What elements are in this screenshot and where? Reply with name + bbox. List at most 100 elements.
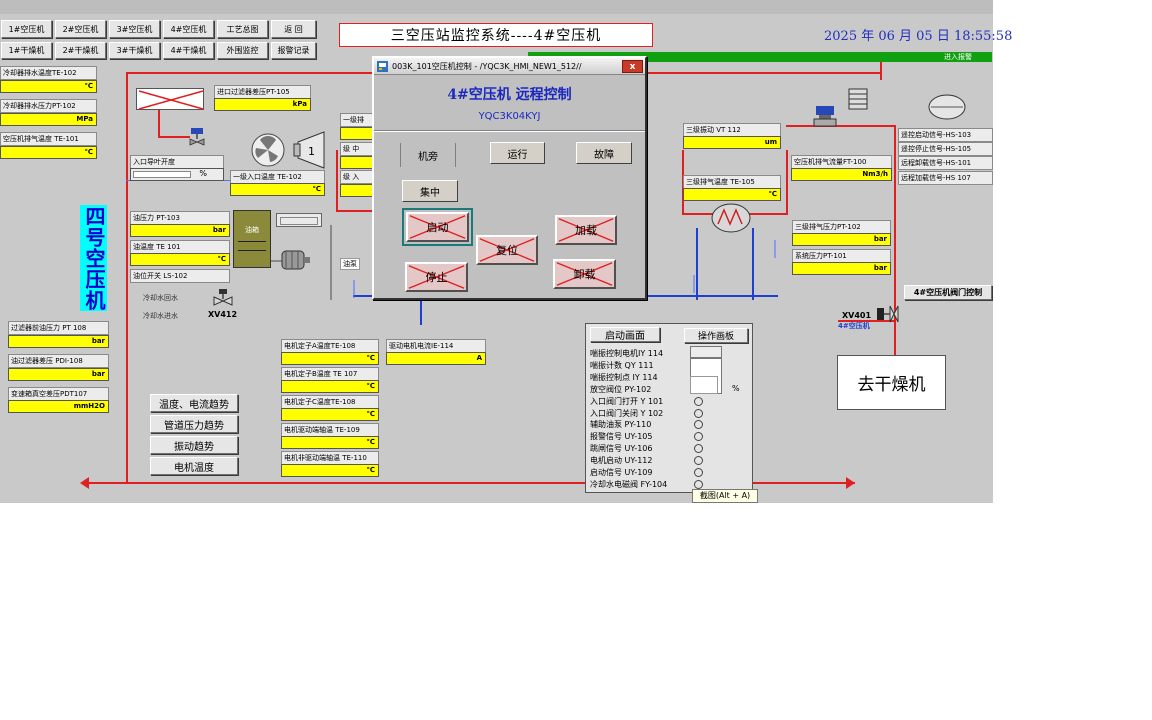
- tab-start-screen[interactable]: 启动画面: [590, 327, 660, 342]
- tag-label-inlet-filter-dp: 进口过滤器差压PT-105: [214, 85, 311, 99]
- dialog-close-button[interactable]: x: [622, 60, 643, 73]
- arrow-right-icon: [846, 477, 855, 489]
- tag-label-oil-level: 油位开关 LS-102: [130, 269, 230, 283]
- nav-compressor-2-button[interactable]: 2#空压机: [55, 20, 106, 38]
- nav-back-button[interactable]: 返 回: [271, 20, 316, 38]
- start-button[interactable]: 启动: [406, 212, 469, 242]
- stage3-cooler-icon: [710, 202, 752, 234]
- stage1-impeller-icon: [293, 131, 328, 169]
- trend-temp-current-button[interactable]: 温度、电流趋势: [150, 394, 238, 412]
- status-row-label: 放空阀位 PY-102: [590, 384, 652, 394]
- stop-button[interactable]: 停止: [405, 262, 468, 292]
- oil-cooler-icon: [276, 213, 322, 227]
- tag-label-oil-pressure: 油压力 PT-103: [130, 211, 230, 225]
- valve-control-button[interactable]: 4#空压机阀门控制: [904, 285, 992, 300]
- oil-pump-label: 油泵: [340, 258, 360, 270]
- tag-label-gearbox-vacuum-dp: 变速箱真空差压PDT107: [8, 387, 109, 401]
- tag-value-stage1-inlet-temp: ℃: [230, 183, 325, 196]
- status-row-label: 辅助油泵 PY-110: [590, 420, 652, 430]
- pipe-stage1-out-h: [336, 210, 376, 212]
- tag-value-nde-bearing-temp: ℃: [281, 464, 379, 477]
- reset-button[interactable]: 复位: [476, 235, 538, 265]
- status-indicator-icon: [694, 444, 703, 454]
- tag-value-system-pressure: bar: [792, 262, 891, 275]
- guide-vane-unit: %: [199, 169, 207, 178]
- status-indicator-icon: [694, 456, 703, 466]
- signal-remote-unload: 远程卸载信号-HS-101: [898, 156, 993, 170]
- nav-dryer-3-button[interactable]: 3#干燥机: [109, 42, 160, 59]
- tag-label-discharge-temp: 空压机排气温度 TE-101: [0, 132, 97, 146]
- nav-compressor-4-button[interactable]: 4#空压机: [163, 20, 214, 38]
- tab-operation-panel[interactable]: 操作画板: [684, 328, 748, 343]
- water-line-right1: [696, 228, 698, 300]
- tag-value-stator-c-temp: ℃: [281, 408, 379, 421]
- pipe-inlet-vert: [158, 110, 160, 138]
- tag-label-nde-bearing-temp: 电机非驱动端轴温 TE-110: [281, 451, 379, 465]
- air-receiver-icon: [927, 93, 967, 121]
- tag-value-stage3-temp: ℃: [683, 188, 781, 201]
- valve-xv412-icon[interactable]: [212, 289, 234, 309]
- mode-remote-button[interactable]: 集中: [402, 180, 458, 202]
- tag-value-discharge-temp: ℃: [0, 146, 97, 159]
- tag-label-cooler-water-temp: 冷却器排水温度TE-102: [0, 66, 97, 80]
- status-row-label: 喘振控制电机IY 114: [590, 349, 664, 358]
- tag-label-airflow: 空压机排气流量FT-100: [791, 155, 892, 169]
- status-row-label: 跳闸信号 UY-106: [590, 444, 653, 454]
- load-button[interactable]: 加载: [555, 215, 617, 245]
- status-indicator-icon: [694, 408, 703, 418]
- nav-peripheral-monitor-button[interactable]: 外围监控: [217, 42, 268, 59]
- signal-remote-start: 遥控启动信号-HS-103: [898, 128, 993, 142]
- compressor-banner: 四号空压机: [80, 205, 107, 311]
- load-button-label: 加载: [575, 224, 597, 237]
- tag-value-stator-b-temp: ℃: [281, 380, 379, 393]
- tag-value-oil-temp: ℃: [130, 253, 230, 266]
- tag-label-system-pressure: 系统压力PT-101: [792, 249, 891, 263]
- nav-dryer-4-button[interactable]: 4#干燥机: [163, 42, 214, 59]
- trend-motor-temp-button[interactable]: 电机温度: [150, 457, 238, 475]
- dryer-box[interactable]: 去干燥机: [837, 355, 946, 410]
- dialog-subheading: YQC3K04KYJ: [478, 111, 541, 122]
- tag-label-stator-c-temp: 电机定子C温度TE-108: [281, 395, 379, 409]
- status-indicator-icon: [694, 479, 703, 489]
- tag-label-stage3-temp: 三级排气温度 TE-105: [683, 175, 781, 189]
- water-line-right2: [752, 228, 754, 300]
- tag-value-motor-current: A: [386, 352, 486, 365]
- dialog-heading: 4#空压机 远程控制: [447, 87, 572, 103]
- nav-process-overview-button[interactable]: 工艺总图: [217, 20, 268, 38]
- oil-pump-line: [256, 260, 286, 262]
- oil-tank-level-icon: [238, 241, 266, 251]
- run-indicator: 运行: [490, 142, 545, 164]
- guide-vane-bar: %: [130, 168, 224, 181]
- trend-vibration-button[interactable]: 振动趋势: [150, 436, 238, 454]
- tag-label-stator-b-temp: 电机定子B温度 TE 107: [281, 367, 379, 381]
- arrow-left-icon: [80, 477, 89, 489]
- fault-indicator: 故障: [576, 142, 632, 164]
- valve-xv401-sublabel: 4#空压机: [838, 322, 870, 330]
- flow-arrow-2-icon: [692, 275, 696, 293]
- signal-remote-load: 远程加载信号-HS 107: [898, 171, 993, 185]
- status-indicator-icon: [694, 468, 703, 477]
- status-row-label: 冷却水电磁阀 FY-104: [590, 479, 668, 489]
- status-indicator-icon: [694, 396, 703, 406]
- alarm-status-text[interactable]: 进入报警: [944, 53, 972, 61]
- tag-label-stage3-pressure: 三级排气压力PT-102: [792, 220, 891, 234]
- tag-value-stator-a-temp: ℃: [281, 352, 379, 365]
- valve-xv401-icon[interactable]: [874, 304, 900, 330]
- trend-pipe-pressure-button[interactable]: 管道压力趋势: [150, 415, 238, 433]
- unload-button[interactable]: 卸载: [553, 259, 616, 289]
- nav-compressor-3-button[interactable]: 3#空压机: [109, 20, 160, 38]
- tag-label-stage-inlet: 级 入: [340, 170, 374, 184]
- close-icon: x: [629, 61, 636, 72]
- remote-control-dialog: 003K_101空压机控制 - /YQC3K_HMI_NEW1_512// x …: [372, 56, 647, 300]
- nav-alarm-log-button[interactable]: 报警记录: [271, 42, 316, 59]
- tag-label-inlet-guide-vane: 入口导叶开度: [130, 155, 224, 169]
- nav-compressor-1-button[interactable]: 1#空压机: [1, 20, 52, 38]
- nav-dryer-1-button[interactable]: 1#干燥机: [1, 42, 52, 59]
- unload-button-label: 卸载: [573, 268, 596, 281]
- valve-actuator-icon: [188, 128, 206, 146]
- nav-dryer-2-button[interactable]: 2#干燥机: [55, 42, 106, 59]
- pipe-stage1-out: [336, 150, 338, 212]
- page-title: 三空压站监控系统----4#空压机: [339, 23, 653, 47]
- pipe-stage3-riser: [786, 150, 788, 215]
- status-indicator-icon: [694, 432, 703, 442]
